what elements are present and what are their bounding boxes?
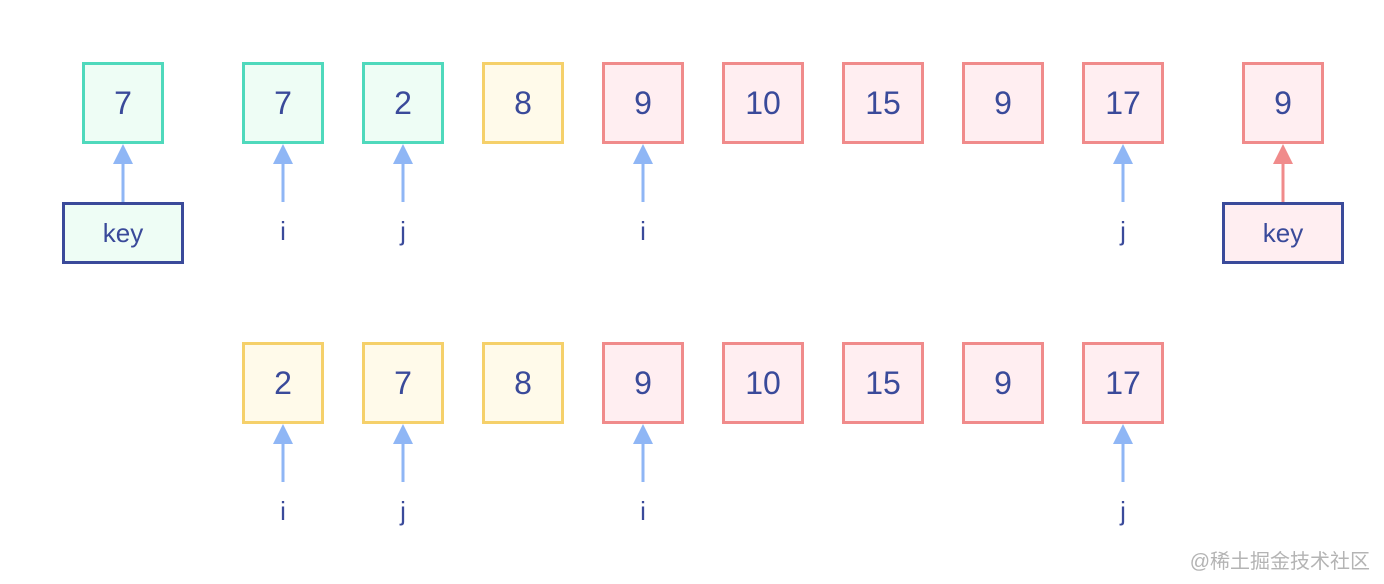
top-cell-5: 15 [842,62,924,144]
bottom-cell-3-value: 9 [634,364,652,401]
top-pointer-arrow-3 [1113,144,1133,202]
top-cell-3: 9 [602,62,684,144]
bottom-cell-3: 9 [602,342,684,424]
bottom-cell-5: 15 [842,342,924,424]
key-arrow-left [113,144,133,202]
key-label-box-left: key [62,202,184,264]
bottom-cell-2-value: 8 [514,364,532,401]
bottom-pointer-2: i [640,496,646,526]
key-value-left: 7 [114,84,132,121]
bottom-pointer-arrow-0 [273,424,293,482]
bottom-pointer-arrow-3 [1113,424,1133,482]
top-cell-2: 8 [482,62,564,144]
top-cell-5-value: 15 [865,84,901,121]
top-cell-7: 17 [1082,62,1164,144]
bottom-cell-7: 17 [1082,342,1164,424]
bottom-pointer-1: j [400,496,406,526]
top-cell-6: 9 [962,62,1044,144]
top-pointer-3: j [1120,216,1126,246]
bottom-pointer-0: i [280,496,286,526]
top-cell-0-value: 7 [274,84,292,121]
bottom-cell-0-value: 2 [274,364,292,401]
top-pointer-arrow-0 [273,144,293,202]
bottom-cell-6: 9 [962,342,1044,424]
bottom-cell-6-value: 9 [994,364,1012,401]
top-pointer-0: i [280,216,286,246]
key-value-right: 9 [1274,84,1292,121]
top-cell-6-value: 9 [994,84,1012,121]
top-pointer-arrow-2 [633,144,653,202]
top-cell-4-value: 10 [745,84,781,121]
top-cell-1: 2 [362,62,444,144]
bottom-cell-7-value: 17 [1105,364,1141,401]
watermark: @稀土掘金技术社区 [1189,551,1370,573]
key-label-right: key [1262,217,1304,248]
bottom-cell-5-value: 15 [865,364,901,401]
key-value-box-left: 7 [82,62,164,144]
bottom-cell-4-value: 10 [745,364,781,401]
key-label-box-right: key [1222,202,1344,264]
top-cell-7-value: 17 [1105,84,1141,121]
key-label-left: key [102,217,144,248]
bottom-pointer-3: j [1120,496,1126,526]
key-arrow-right [1273,144,1293,202]
top-pointer-arrow-1 [393,144,413,202]
top-cell-4: 10 [722,62,804,144]
bottom-cell-1: 7 [362,342,444,424]
top-cell-3-value: 9 [634,84,652,121]
key-value-box-right: 9 [1242,62,1324,144]
top-cell-0: 7 [242,62,324,144]
bottom-cell-2: 8 [482,342,564,424]
bottom-cell-4: 10 [722,342,804,424]
top-pointer-1: j [400,216,406,246]
bottom-pointer-arrow-1 [393,424,413,482]
top-cell-1-value: 2 [394,84,412,121]
top-pointer-2: i [640,216,646,246]
bottom-cell-1-value: 7 [394,364,412,401]
bottom-pointer-arrow-2 [633,424,653,482]
bottom-cell-0: 2 [242,342,324,424]
top-cell-2-value: 8 [514,84,532,121]
